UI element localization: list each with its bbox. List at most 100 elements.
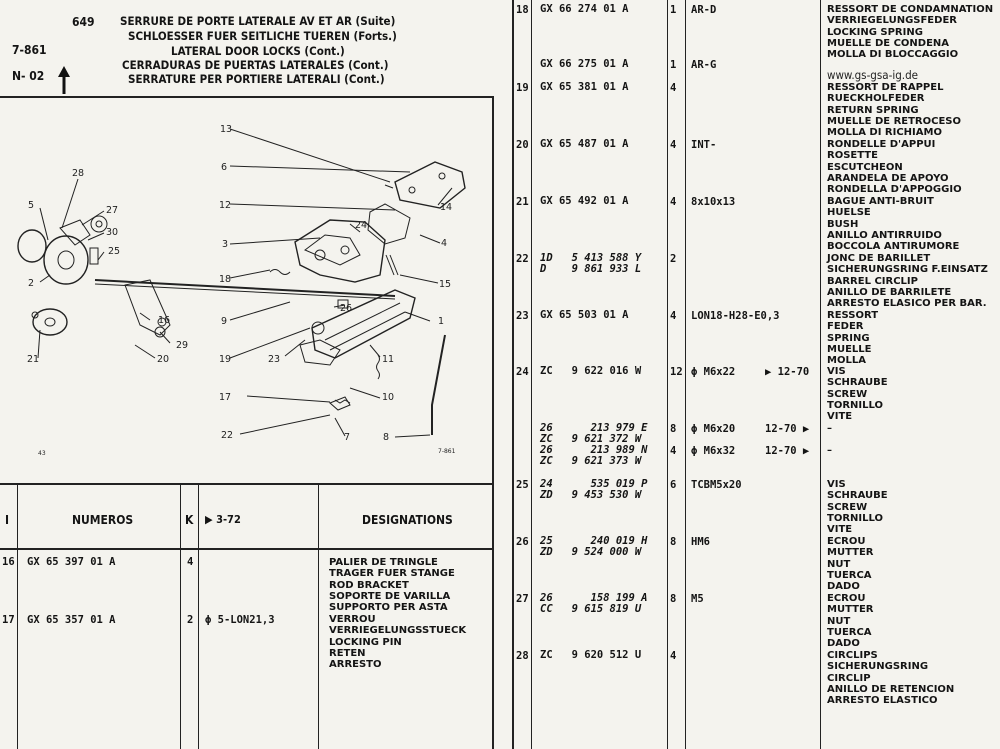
designation-line: CIRCLIPS bbox=[827, 650, 878, 661]
designation-line: RETEN bbox=[329, 647, 366, 659]
designation-line: RONDELLA D'APPOGGIO bbox=[827, 184, 962, 196]
quantity: 4 bbox=[670, 196, 677, 208]
spec: AR-D bbox=[691, 4, 717, 16]
callout-17: 17 bbox=[219, 392, 231, 403]
table-top-line bbox=[0, 483, 492, 485]
up-arrow-icon bbox=[57, 66, 71, 94]
part-numbers: GX 65 492 01 A bbox=[540, 195, 629, 207]
designation-line: BAGUE ANTI-BRUIT bbox=[827, 196, 934, 207]
callout-12: 12 bbox=[219, 200, 231, 211]
callout-28: 28 bbox=[72, 168, 84, 179]
callout-18: 18 bbox=[219, 274, 231, 285]
part-number: GX 65 487 01 A bbox=[540, 138, 629, 150]
callout-24: 24 bbox=[355, 220, 367, 231]
callout-11: 11 bbox=[382, 354, 394, 365]
designation-line: LOCKING SPRING bbox=[827, 26, 923, 38]
callout-30: 30 bbox=[106, 227, 118, 238]
spec: ϕ M6x32 bbox=[691, 445, 736, 457]
designation-line: SICHERUNGSRING F.EINSATZ bbox=[827, 264, 988, 276]
designation-line: RONDELLE D'APPUI bbox=[827, 139, 936, 150]
callout-2: 2 bbox=[28, 278, 34, 289]
designation-line: MUELLE DE CONDENA bbox=[827, 37, 950, 49]
col-line bbox=[198, 483, 199, 749]
callout-7: 7 bbox=[344, 432, 350, 443]
callout-16: 16 bbox=[158, 315, 170, 326]
designation-line: RESSORT DE RAPPEL bbox=[827, 82, 944, 93]
designation-line: ANILLO DE BARRILETE bbox=[827, 286, 952, 298]
quantity: 4 bbox=[670, 445, 677, 457]
n-code: N- 02 bbox=[12, 69, 45, 83]
designation-line: DADO bbox=[827, 638, 860, 650]
page-title-de: SCHLOESSER FUER SEITLICHE TUEREN (Forts.… bbox=[128, 29, 397, 43]
part-number: 26 158 199 A bbox=[540, 592, 648, 604]
designation-line: ARRESTO ELASICO PER BAR. bbox=[827, 298, 987, 310]
spec: 8x10x13 bbox=[691, 196, 736, 208]
spec: HM6 bbox=[691, 536, 710, 548]
part-number: 26 213 979 E bbox=[540, 422, 648, 434]
callout-6: 6 bbox=[221, 162, 227, 173]
designation-line: VITE bbox=[827, 524, 853, 536]
col-line bbox=[17, 483, 18, 749]
part-number: 24 535 019 P bbox=[540, 478, 648, 490]
part-number: D 9 861 933 L bbox=[540, 263, 642, 276]
website-link[interactable]: www.gs-gsa-ig.de bbox=[827, 68, 919, 82]
designation-line: TORNILLO bbox=[827, 512, 884, 524]
row-index: 21 bbox=[516, 196, 529, 208]
designation-line: LOCKING PIN bbox=[329, 636, 402, 648]
callout-4: 4 bbox=[441, 238, 447, 249]
col-line bbox=[685, 0, 686, 749]
designation-line: RESSORT bbox=[827, 310, 879, 321]
callout-23: 23 bbox=[268, 354, 280, 365]
col-line bbox=[318, 483, 319, 749]
designation-line: TUERCA bbox=[827, 569, 872, 581]
row-index: 18 bbox=[516, 4, 529, 16]
col-header-date: ▶ 3-72 bbox=[205, 513, 241, 526]
spec: ϕ M6x22 bbox=[691, 366, 736, 378]
col-line bbox=[180, 483, 181, 749]
designation-line: VIS bbox=[827, 366, 846, 377]
page-number: 649 bbox=[72, 15, 95, 29]
designation-line: MUELLE bbox=[827, 343, 872, 355]
part-number: GX 65 381 01 A bbox=[540, 81, 629, 93]
designation-line: RUECKHOLFEDER bbox=[827, 93, 925, 105]
designation-list: – bbox=[827, 445, 832, 456]
quantity: 4 bbox=[670, 82, 677, 94]
designation-line: SICHERUNGSRING bbox=[827, 661, 929, 673]
spec: AR-G bbox=[691, 59, 717, 71]
callout-22: 22 bbox=[221, 430, 233, 441]
row-index: 16 bbox=[2, 556, 15, 568]
designation-line: HUELSE bbox=[827, 207, 871, 219]
designation-line: SUPPORTO PER ASTA bbox=[329, 602, 448, 614]
designation-line: – bbox=[827, 445, 832, 456]
part-number: ZC 9 621 372 W bbox=[540, 433, 642, 446]
designation-line: ROSETTE bbox=[827, 150, 878, 162]
part-numbers: GX 66 275 01 A bbox=[540, 58, 629, 70]
designation-line: MOLLA DI RICHIAMO bbox=[827, 127, 942, 139]
part-numbers: GX 65 503 01 A bbox=[540, 309, 629, 321]
col-header-k: K bbox=[185, 513, 194, 527]
designation-line: BARREL CIRCLIP bbox=[827, 275, 918, 287]
designation-line: ARANDELA DE APOYO bbox=[827, 172, 949, 184]
col-line bbox=[531, 0, 532, 749]
right-column-divider bbox=[492, 96, 494, 749]
spec: TCBM5x20 bbox=[691, 479, 742, 491]
center-gutter-line bbox=[512, 0, 514, 749]
table-header-line bbox=[0, 548, 492, 550]
designation-line: TUERCA bbox=[827, 626, 872, 638]
col-header-numeros: NUMEROS bbox=[72, 513, 134, 527]
designation-line: – bbox=[827, 423, 832, 434]
part-number: 1D 5 413 588 Y bbox=[540, 252, 642, 264]
page-title-en: LATERAL DOOR LOCKS (Cont.) bbox=[171, 44, 345, 58]
diagram-stamp-right: 7-861 bbox=[438, 448, 456, 455]
part-numbers: ZC 9 622 016 W bbox=[540, 365, 641, 377]
date-code: 7-861 bbox=[12, 43, 47, 57]
